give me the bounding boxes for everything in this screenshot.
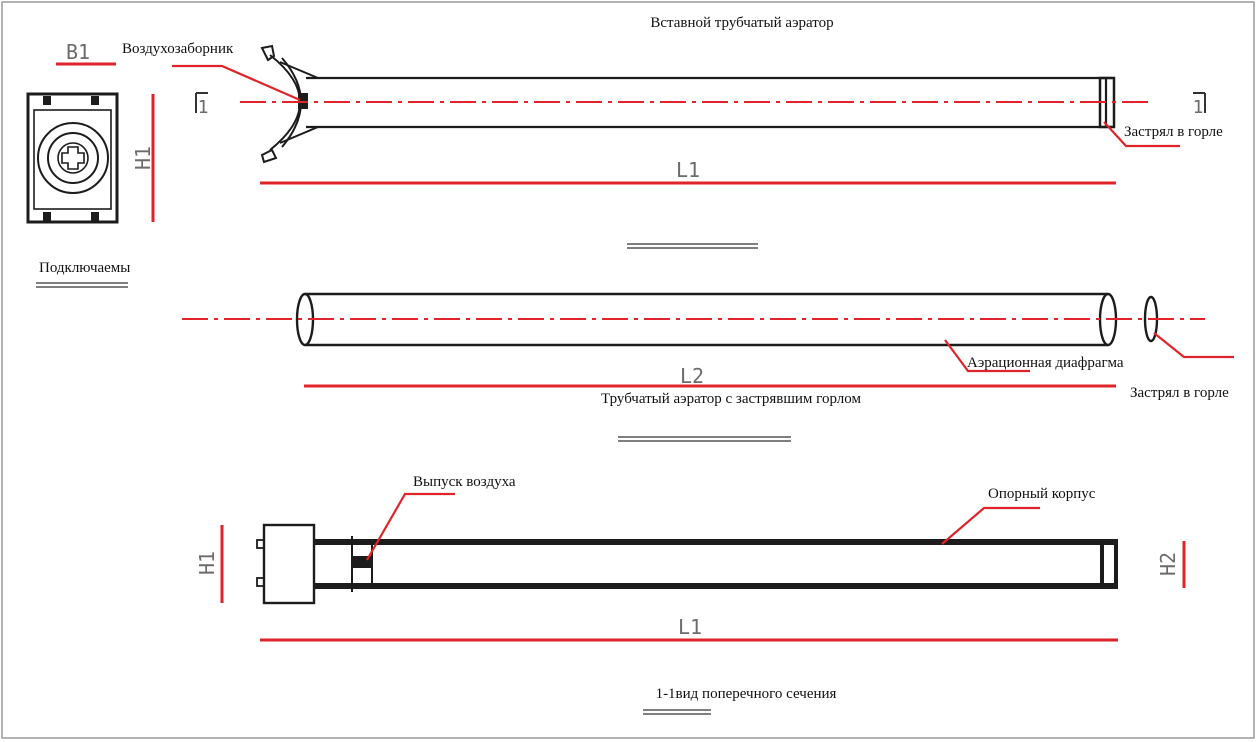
svg-text:1: 1 — [198, 97, 209, 118]
connector-block — [26, 92, 119, 224]
section-title: 1-1вид поперечного сечения — [656, 686, 837, 702]
connector-title: Подключаемы — [39, 260, 130, 276]
body-label: Опорный корпус — [988, 486, 1096, 502]
outlet-leader — [366, 492, 455, 561]
section-dim-h1: H1 — [195, 551, 219, 575]
outlet-label: Выпуск воздуха — [413, 474, 516, 490]
insert-dim-l1: L1 — [676, 158, 700, 182]
section-mark-left: 1 — [195, 92, 209, 118]
section-dim-l1: L1 — [678, 615, 702, 639]
stuck-title: Трубчатый аэратор с застрявшим горлом — [601, 391, 861, 407]
stuck-neck-leader — [1153, 332, 1234, 359]
connector-dim-b1: B1 — [66, 40, 90, 64]
insert-neck-label: Застрял в горле — [1124, 124, 1223, 140]
insert-neck-leader — [1103, 121, 1180, 148]
section-mark-right: 1 — [1193, 92, 1206, 118]
svg-text:1: 1 — [1193, 97, 1204, 118]
intake-leader — [172, 64, 301, 102]
membrane-label: Аэрационная диафрагма — [967, 355, 1124, 371]
membrane-leader — [944, 339, 1030, 373]
stuck-neck-label: Застрял в горле — [1130, 385, 1229, 401]
body-leader — [941, 506, 1040, 545]
connector-dim-h1: H1 — [131, 146, 155, 170]
section-body — [256, 523, 1118, 605]
stuck-dim-l2: L2 — [680, 364, 704, 388]
intake-label: Воздухозаборник — [122, 41, 234, 57]
intake-saddle — [260, 44, 319, 164]
section-dim-h2: H2 — [1156, 552, 1180, 576]
insert-title: Вставной трубчатый аэратор — [650, 15, 833, 31]
